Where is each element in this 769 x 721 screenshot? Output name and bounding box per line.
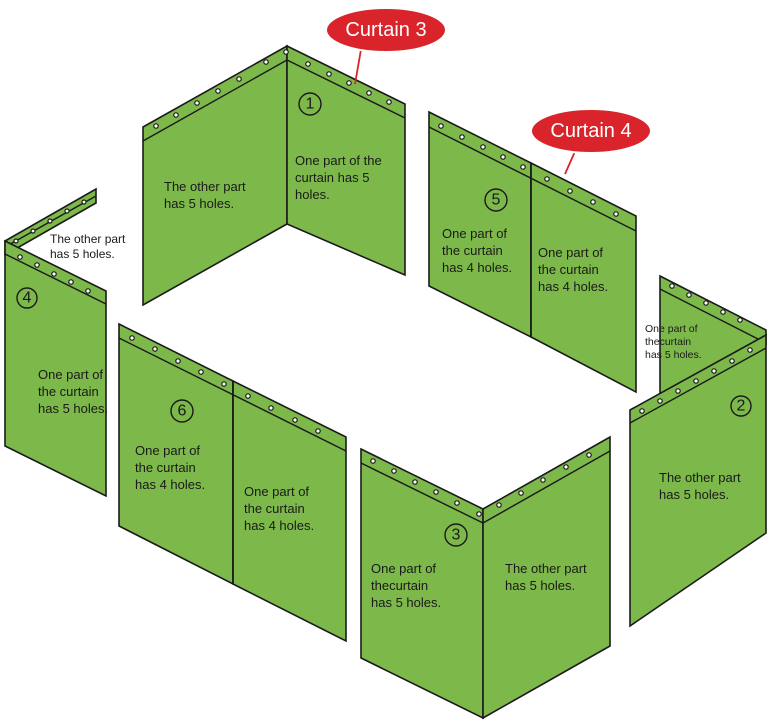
section-3: 3 One part of thecurtain has 5 holes. Th…: [360, 435, 611, 720]
curtain-3-label: Curtain 3: [345, 19, 426, 41]
section-1-left-label: The other part has 5 holes.: [164, 179, 249, 211]
section-3-number: 3: [452, 527, 461, 544]
section-4: The other part has 5 holes. 4 One part o…: [4, 187, 129, 498]
curtain-3-callout: Curtain 3: [325, 7, 447, 53]
section-2-front-panel: [629, 333, 767, 628]
section-5-right-label: One part of the curtain has 4 holes.: [538, 245, 608, 294]
section-2: One part of thecurtain has 5 holes. 2 Th…: [629, 274, 767, 628]
section-6-left-label: One part of the curtain has 4 holes.: [135, 443, 205, 492]
section-5-right-panel: [530, 161, 637, 394]
section-5-left-panel: [428, 110, 532, 339]
section-1-holes: [153, 49, 392, 129]
section-5-left-label: One part of the curtain has 4 holes.: [442, 226, 512, 275]
section-1-right-label: One part of the curtain has 5 holes.: [295, 153, 385, 202]
section-4-front-label: One part of the curtain has 5 holes.: [38, 367, 108, 416]
section-6-right-label: One part of the curtain has 4 holes.: [244, 484, 314, 533]
section-6-holes: [129, 335, 321, 434]
section-5: 5 One part of the curtain has 4 holes. O…: [428, 110, 637, 394]
curtain-4-callout: Curtain 4: [530, 108, 652, 154]
section-4-back-label: The other part has 5 holes.: [50, 232, 129, 261]
section-4-front-panel: [4, 239, 107, 498]
section-2-back-holes: [669, 283, 743, 323]
curtain-4-label: Curtain 4: [550, 120, 631, 142]
section-3-left-label: One part of thecurtain has 5 holes.: [371, 561, 441, 610]
section-3-right-panel: [482, 435, 611, 720]
section-1-number: 1: [306, 96, 315, 113]
section-1: 1 The other part has 5 holes. One part o…: [142, 37, 406, 307]
section-2-number: 2: [737, 398, 746, 415]
section-3-holes: [370, 452, 592, 517]
section-4-back-holes: [13, 199, 87, 244]
section-6: 6 One part of the curtain has 4 holes. O…: [118, 322, 347, 643]
section-2-front-holes: [639, 347, 753, 414]
section-3-right-label: The other part has 5 holes.: [505, 561, 590, 593]
section-6-number: 6: [178, 403, 187, 420]
section-5-holes: [438, 123, 619, 217]
section-2-back-label: One part of thecurtain has 5 holes.: [645, 323, 702, 361]
section-1-left-panel: [142, 44, 288, 307]
section-4-number: 4: [23, 290, 32, 307]
section-5-number: 5: [492, 192, 501, 209]
section-2-front-label: The other part has 5 holes.: [659, 470, 744, 502]
section-4-front-holes: [17, 254, 91, 294]
